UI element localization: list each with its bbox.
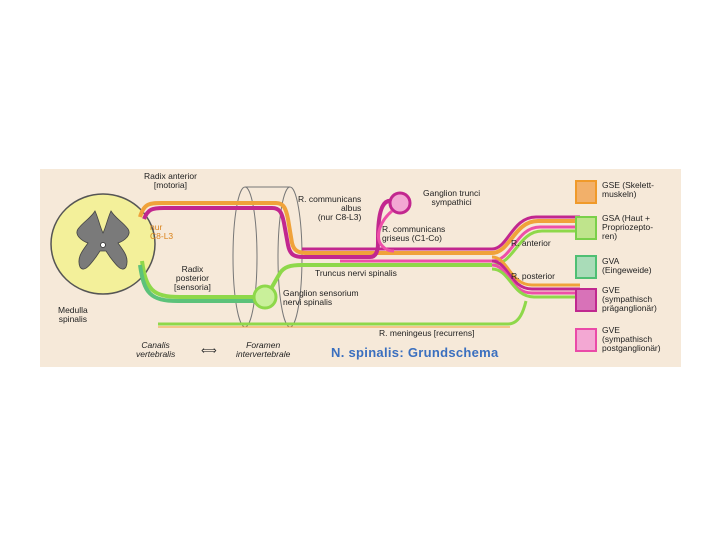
r-posterior-magenta <box>491 259 580 291</box>
r-posterior-green <box>491 267 580 299</box>
legend-swatch-gsa <box>575 216 597 240</box>
label-r-anterior: R. anterior <box>511 238 551 248</box>
central-canal <box>100 242 106 248</box>
legend-text-gsa: GSA (Haut +Propriozepto-ren) <box>602 213 654 241</box>
label-r-meningeus: R. meningeus [recurrens] <box>379 328 475 338</box>
ganglion-trunci <box>388 191 412 215</box>
anterior-root-gve <box>142 206 380 259</box>
legend-swatch-gse <box>575 180 597 204</box>
r-anterior-magenta <box>491 215 580 251</box>
legend-swatch-gva <box>575 255 597 279</box>
posterior-root-gva <box>138 264 254 303</box>
r-communicans-griseus <box>377 209 395 253</box>
label-radix-anterior: Radix anterior[motoria] <box>144 171 197 190</box>
r-anterior-bundle <box>491 219 580 255</box>
spinal-cord <box>50 193 156 295</box>
anterior-root-gse <box>138 201 492 255</box>
diagram-title: N. spinalis: Grundschema <box>331 345 499 360</box>
label-truncus: Truncus nervi spinalis <box>315 268 397 278</box>
legend-text-gse: GSE (Skelett-muskeln) <box>602 180 654 199</box>
diagram-drawing <box>50 186 580 328</box>
ganglion-sensorium <box>252 284 278 310</box>
cord-grey-matter <box>76 210 130 270</box>
r-posterior-orange <box>491 255 580 287</box>
label-r-posterior: R. posterior <box>511 271 555 281</box>
r-meningeus <box>158 300 528 326</box>
legend-swatch-gve-pre <box>575 288 597 312</box>
legend-text-gva: GVA(Eingeweide) <box>602 256 652 275</box>
legend-swatch-gve-post <box>575 328 597 352</box>
double-arrow-icon: ⟺ <box>201 345 217 357</box>
